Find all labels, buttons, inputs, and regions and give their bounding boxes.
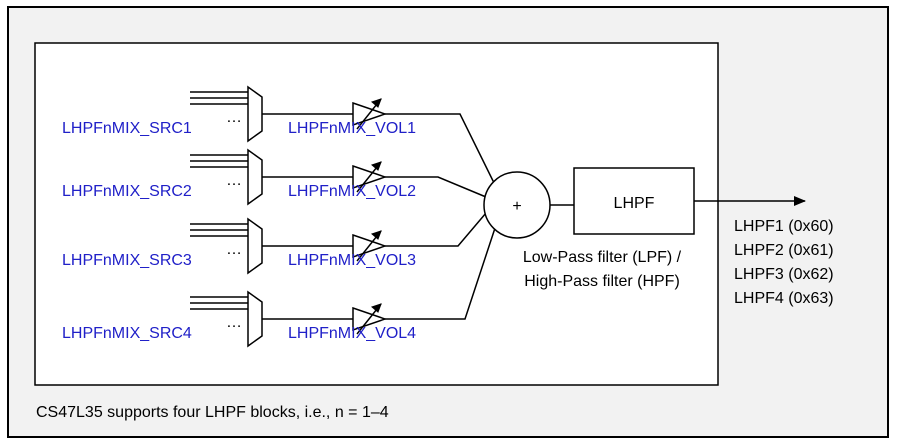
output-label: LHPF4 (0x63) — [734, 290, 834, 307]
mux-input-ellipsis: … — [226, 314, 242, 331]
volume-to-mixer-wire — [385, 218, 499, 320]
mux-input-ellipsis: … — [226, 172, 242, 189]
mux-input-ellipsis: … — [226, 109, 242, 126]
volume-to-mixer-wire — [385, 212, 487, 247]
volume-control-label: LHPFnMIX_VOL4 — [288, 325, 416, 342]
volume-control-label: LHPFnMIX_VOL2 — [288, 183, 416, 200]
filter-description-line-1: Low-Pass filter (LPF) / — [523, 249, 682, 266]
source-mux-symbol — [247, 290, 263, 348]
source-mux-symbol — [247, 217, 263, 275]
output-label: LHPF1 (0x60) — [734, 218, 834, 235]
footnote-text: CS47L35 supports four LHPF blocks, i.e.,… — [36, 404, 389, 421]
output-label: LHPF2 (0x61) — [734, 242, 834, 259]
input-channels: … LHPFnMIX_SRC1 LHPFnMIX_VOL1 … LHPFnMIX_SRC… — [62, 85, 499, 348]
source-select-label: LHPFnMIX_SRC2 — [62, 183, 192, 200]
mux-input-ellipsis: … — [226, 241, 242, 258]
input-channel-1: … LHPFnMIX_SRC1 LHPFnMIX_VOL1 — [62, 85, 499, 192]
source-mux-symbol — [247, 148, 263, 206]
input-channel-3: … LHPFnMIX_SRC3 LHPFnMIX_VOL3 — [62, 212, 487, 275]
source-select-label: LHPFnMIX_SRC3 — [62, 252, 192, 269]
variable-gain-arrowhead-icon — [370, 230, 382, 240]
filter-description-line-2: High-Pass filter (HPF) — [524, 273, 680, 290]
lhpf-filter-block — [573, 167, 695, 235]
volume-control-label: LHPFnMIX_VOL3 — [288, 252, 416, 269]
input-channel-4: … LHPFnMIX_SRC4 LHPFnMIX_VOL4 — [62, 218, 499, 348]
variable-gain-arrowhead-icon — [370, 98, 382, 108]
source-select-label: LHPFnMIX_SRC1 — [62, 120, 192, 137]
source-select-label: LHPFnMIX_SRC4 — [62, 325, 192, 342]
variable-gain-arrowhead-icon — [370, 161, 382, 171]
volume-control-label: LHPFnMIX_VOL1 — [288, 120, 416, 137]
volume-to-mixer-wire — [385, 113, 499, 192]
input-channel-2: … LHPFnMIX_SRC2 LHPFnMIX_VOL2 — [62, 148, 487, 206]
variable-gain-arrowhead-icon — [370, 303, 382, 313]
output-label: LHPF3 (0x62) — [734, 266, 834, 283]
source-mux-symbol — [247, 85, 263, 143]
lhpf-block-label: LHPF — [614, 195, 655, 212]
mixer-plus-symbol: + — [512, 198, 521, 215]
volume-to-mixer-wire — [385, 176, 487, 198]
